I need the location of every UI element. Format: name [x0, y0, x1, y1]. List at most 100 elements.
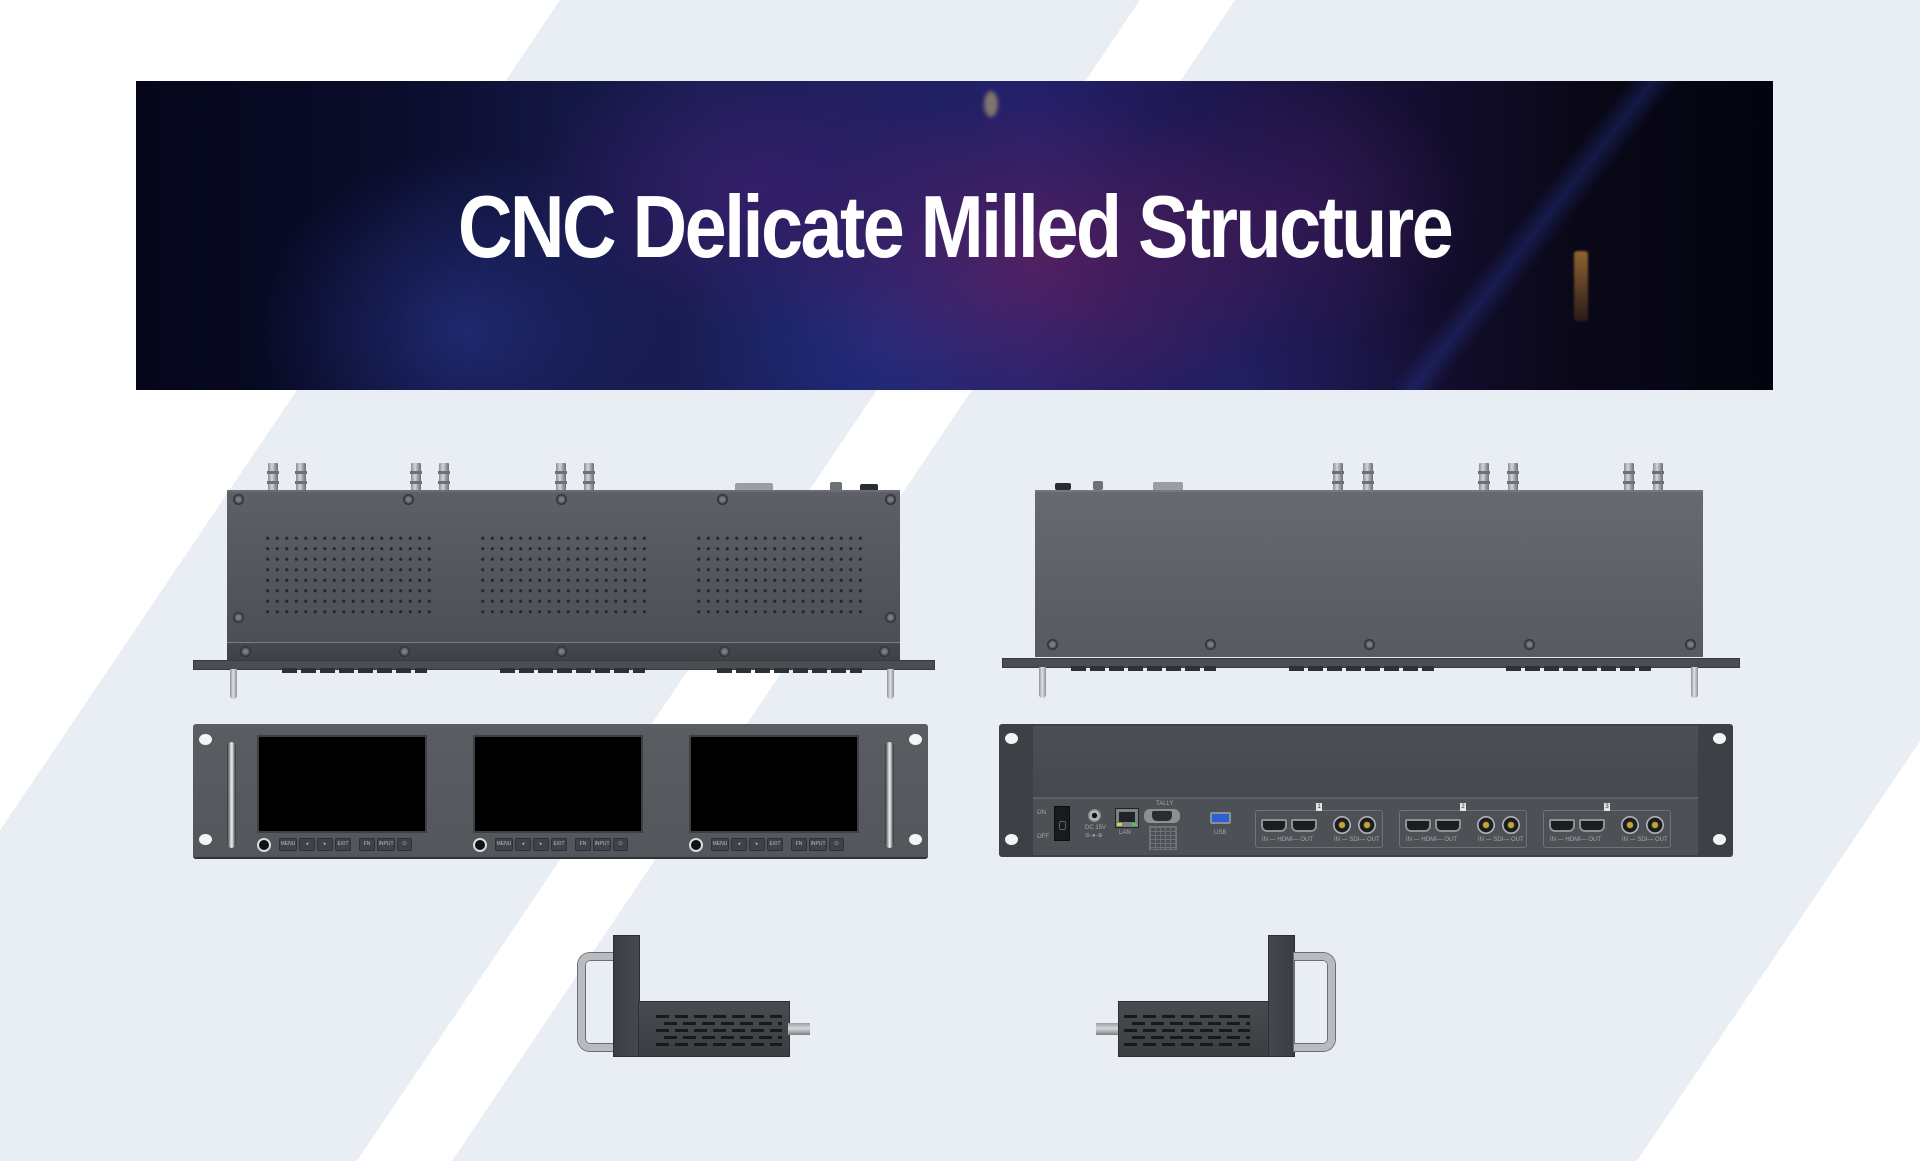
button-row	[500, 668, 645, 673]
exit-button[interactable]: EXIT	[767, 838, 783, 851]
volume-knob[interactable]	[473, 838, 487, 852]
bnc-connector-icon	[555, 463, 567, 493]
power-switch-icon	[860, 484, 878, 491]
screw-icon	[403, 494, 414, 505]
input-button[interactable]: INPUT	[593, 838, 611, 851]
input-button[interactable]: INPUT	[377, 838, 395, 851]
power-rocker-switch[interactable]	[1054, 806, 1070, 841]
right-button[interactable]: ▸	[533, 838, 549, 851]
hdmi-out-port[interactable]	[1579, 819, 1605, 832]
rear-top-cover	[1033, 726, 1698, 799]
screw-icon	[556, 494, 567, 505]
hdmi-in-port[interactable]	[1261, 819, 1287, 832]
hdmi-in-port[interactable]	[1549, 819, 1575, 832]
tally-label: TALLY	[1156, 801, 1174, 807]
menu-button[interactable]: MENU	[495, 838, 513, 851]
tally-port-icon	[1153, 482, 1183, 491]
right-button[interactable]: ▸	[317, 838, 333, 851]
side-vent-slots	[664, 1022, 782, 1025]
front-handle-icon	[227, 742, 236, 848]
screw-icon	[885, 612, 896, 623]
screw-icon	[556, 646, 567, 657]
rack-hole-icon	[199, 734, 212, 745]
screw-icon	[399, 646, 410, 657]
fn-button[interactable]: FN	[575, 838, 591, 851]
hdmi-out-port[interactable]	[1291, 819, 1317, 832]
exit-button[interactable]: EXIT	[335, 838, 351, 851]
io-group-1: 1 IN — HDMI— OUT IN — SDI— OUT	[1255, 803, 1383, 848]
sdi-out-port[interactable]	[1646, 816, 1664, 834]
power-switch-icon	[1055, 483, 1071, 490]
sdi-in-port[interactable]	[1621, 816, 1639, 834]
io-group-2: 2 IN — HDMI— OUT IN — SDI— OUT	[1399, 803, 1527, 848]
power-button[interactable]: ⏻	[397, 838, 412, 851]
rack-hole-icon	[1005, 834, 1018, 845]
side-view-right-device	[1090, 935, 1335, 1060]
fn-button[interactable]: FN	[359, 838, 375, 851]
handle-icon	[887, 669, 894, 699]
sdi-out-port[interactable]	[1502, 816, 1520, 834]
bnc-connector-icon	[267, 463, 279, 493]
rj45-socket-icon	[1119, 812, 1135, 822]
front-panel-device: MENU ◂ ▸ EXIT FN INPUT ⏻ MENU ◂ ▸ EXIT F…	[193, 724, 928, 857]
hdmi-out-port[interactable]	[1435, 819, 1461, 832]
bnc-connector-icon	[1478, 463, 1490, 493]
menu-button[interactable]: MENU	[279, 838, 297, 851]
rocker-icon	[1059, 821, 1066, 830]
screw-icon	[1047, 639, 1058, 650]
rack-hole-icon	[199, 834, 212, 845]
lan-led-green	[1132, 823, 1137, 826]
fn-button[interactable]: FN	[791, 838, 807, 851]
side-vent-slots	[1132, 1022, 1250, 1025]
sdi-label: IN — SDI— OUT	[1334, 837, 1380, 843]
front-handle-icon	[885, 742, 894, 848]
hdmi-label: IN — HDMI— OUT	[1550, 837, 1601, 843]
button-row	[1289, 666, 1434, 671]
power-button[interactable]: ⏻	[613, 838, 628, 851]
screw-icon	[240, 646, 251, 657]
left-button[interactable]: ◂	[299, 838, 315, 851]
screw-icon	[719, 646, 730, 657]
vent-grid	[478, 533, 650, 615]
sdi-out-port[interactable]	[1358, 816, 1376, 834]
lan-led-yellow	[1117, 823, 1122, 826]
side-vent-slots	[1124, 1043, 1250, 1046]
vent-grid	[694, 533, 866, 615]
left-button[interactable]: ◂	[731, 838, 747, 851]
lan-port[interactable]	[1115, 808, 1139, 828]
db15-socket-icon	[1152, 811, 1172, 821]
bnc-connector-icon	[1332, 463, 1344, 493]
usb-port[interactable]	[1210, 812, 1231, 824]
bnc-connector-icon	[410, 463, 422, 493]
left-button[interactable]: ◂	[515, 838, 531, 851]
dc-label: DC 15V	[1085, 825, 1107, 831]
tally-port[interactable]	[1144, 809, 1180, 823]
dc-input-port[interactable]	[1088, 809, 1101, 822]
hero-banner: CNC Delicate Milled Structure	[136, 81, 1773, 390]
on-label: ON	[1037, 810, 1046, 816]
menu-button[interactable]: MENU	[711, 838, 729, 851]
bnc-connector-icon	[438, 463, 450, 493]
rack-hole-icon	[909, 734, 922, 745]
off-label: OFF	[1037, 834, 1049, 840]
button-row	[1506, 666, 1651, 671]
input-button[interactable]: INPUT	[809, 838, 827, 851]
banner-title: CNC Delicate Milled Structure	[457, 177, 1454, 276]
screw-icon	[885, 494, 896, 505]
vent-grid	[263, 533, 435, 615]
sdi-in-port[interactable]	[1477, 816, 1495, 834]
hdmi-in-port[interactable]	[1405, 819, 1431, 832]
group-number-badge: 1	[1316, 803, 1322, 811]
handle-icon	[230, 669, 237, 699]
bnc-connector-icon	[583, 463, 595, 493]
power-button[interactable]: ⏻	[829, 838, 844, 851]
tally-pinout-table	[1149, 826, 1177, 850]
right-button[interactable]: ▸	[749, 838, 765, 851]
side-handle-icon	[1294, 953, 1335, 1051]
exit-button[interactable]: EXIT	[551, 838, 567, 851]
rack-hole-icon	[1713, 834, 1726, 845]
volume-knob[interactable]	[257, 838, 271, 852]
screw-icon	[233, 494, 244, 505]
volume-knob[interactable]	[689, 838, 703, 852]
sdi-in-port[interactable]	[1333, 816, 1351, 834]
